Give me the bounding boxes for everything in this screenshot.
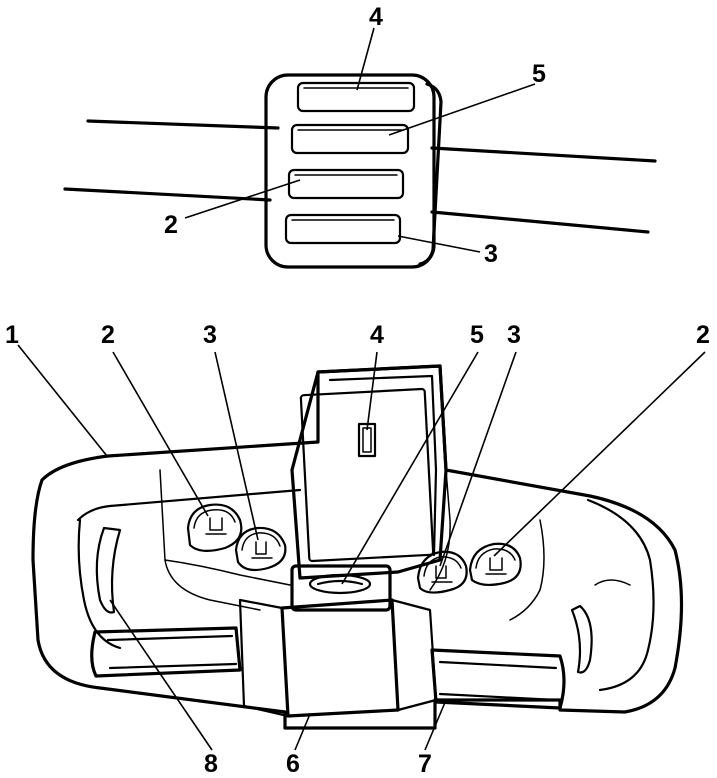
callout-3-left: 3	[203, 321, 217, 349]
callout-top-2: 2	[164, 211, 178, 239]
callout-7: 7	[418, 750, 432, 778]
top-button-3	[284, 213, 402, 245]
grip-handle-icon	[90, 526, 242, 678]
callout-8: 8	[204, 750, 218, 778]
lift-up-button-icon	[234, 526, 287, 572]
button-panel-icon	[264, 73, 443, 269]
leader-3-left	[214, 351, 259, 541]
top-view: 4 5 2 3	[63, 3, 657, 269]
leader-5	[341, 351, 479, 585]
callout-top-5: 5	[532, 60, 546, 88]
leader-top-2	[184, 179, 301, 219]
callout-2-left: 2	[101, 321, 115, 349]
leader-3-right	[439, 351, 517, 567]
leader-2-right	[493, 351, 706, 557]
top-button-2	[287, 168, 405, 200]
center-slider-button	[290, 564, 392, 612]
top-button-4	[296, 81, 416, 113]
leader-8	[109, 599, 213, 751]
leader-7	[424, 699, 447, 751]
lift-up-button-right	[416, 550, 468, 594]
callout-6: 6	[286, 750, 300, 778]
callout-4: 4	[370, 321, 384, 349]
top-button-5	[290, 123, 410, 155]
cable-icon	[63, 119, 657, 234]
leader-top-4	[356, 27, 375, 91]
leader-top-5	[388, 83, 536, 136]
callout-1: 1	[5, 321, 19, 349]
right-grip-handle	[430, 604, 593, 710]
leader-4	[366, 351, 378, 431]
leader-1	[17, 344, 108, 457]
lift-down-button-right	[468, 542, 522, 587]
leader-top-3	[397, 235, 481, 253]
callout-3-right: 3	[507, 321, 521, 349]
center-block	[238, 598, 438, 718]
display-panel-icon	[290, 364, 448, 580]
lift-down-button-icon	[186, 503, 243, 552]
callout-2-right: 2	[696, 321, 710, 349]
callout-top-3: 3	[484, 240, 498, 268]
leader-2-left	[112, 351, 209, 517]
callout-5: 5	[470, 321, 484, 349]
leader-6	[294, 713, 311, 751]
callout-top-4: 4	[369, 3, 383, 31]
main-view: 1 2 3 4 5 3 2 8 6 7	[5, 321, 710, 778]
